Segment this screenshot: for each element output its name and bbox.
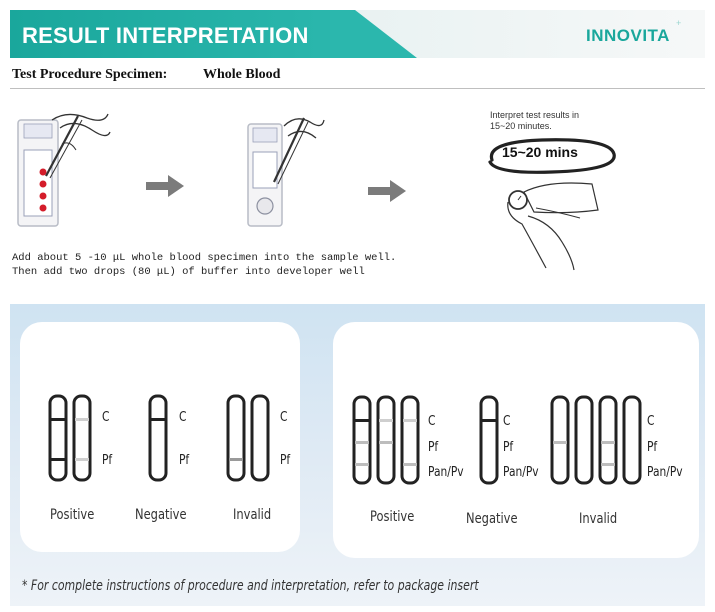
line-label-c: C <box>280 410 288 425</box>
brand-logo: INNOVITA <box>586 26 670 45</box>
line-label-pan-pv: Pan/Pv <box>428 465 464 480</box>
result-invalid: Invalid <box>579 511 618 527</box>
arrow-right-icon <box>368 180 406 202</box>
line-label-c: C <box>428 414 436 429</box>
result-negative: Negative <box>135 507 187 523</box>
line-label-pf: Pf <box>280 453 291 468</box>
instruction-line-2: Then add two drops (80 μL) of buffer int… <box>12 266 365 278</box>
line-label-pf: Pf <box>428 440 439 455</box>
timing-badge: 15~20 mins <box>502 144 578 160</box>
buffer-dropper-icon <box>247 117 325 227</box>
line-label-c: C <box>503 414 511 429</box>
timing-badge-shape <box>488 138 616 174</box>
pipette-cassette-icon <box>17 113 111 227</box>
result-strips-pf <box>48 394 270 482</box>
result-strips-pan <box>352 395 642 485</box>
line-label-pf: Pf <box>102 453 113 468</box>
timing-caption: Interpret test results in 15~20 minutes. <box>490 110 580 131</box>
result-positive: Positive <box>370 509 415 525</box>
header-banner <box>10 10 705 58</box>
line-label-c: C <box>102 410 110 425</box>
result-negative: Negative <box>466 511 518 527</box>
line-label-c: C <box>179 410 187 425</box>
arrow-right-icon <box>146 175 184 197</box>
specimen-value: Whole Blood <box>203 67 281 82</box>
line-label-c: C <box>647 414 655 429</box>
result-positive: Positive <box>50 507 95 523</box>
line-label-pan-pv: Pan/Pv <box>503 465 539 480</box>
brand-mark: + <box>676 18 682 28</box>
wristwatch-icon <box>507 182 599 271</box>
line-label-pf: Pf <box>647 440 658 455</box>
page-title: RESULT INTERPRETATION <box>22 23 309 48</box>
line-label-pf: Pf <box>503 440 514 455</box>
procedure-label: Test Procedure Specimen: <box>12 67 168 82</box>
instruction-line-1: Add about 5 -10 μL whole blood specimen … <box>12 252 397 264</box>
line-label-pf: Pf <box>179 453 190 468</box>
result-invalid: Invalid <box>233 507 272 523</box>
footnote: * For complete instructions of procedure… <box>22 578 479 594</box>
line-label-pan-pv: Pan/Pv <box>647 465 683 480</box>
divider <box>10 88 705 89</box>
